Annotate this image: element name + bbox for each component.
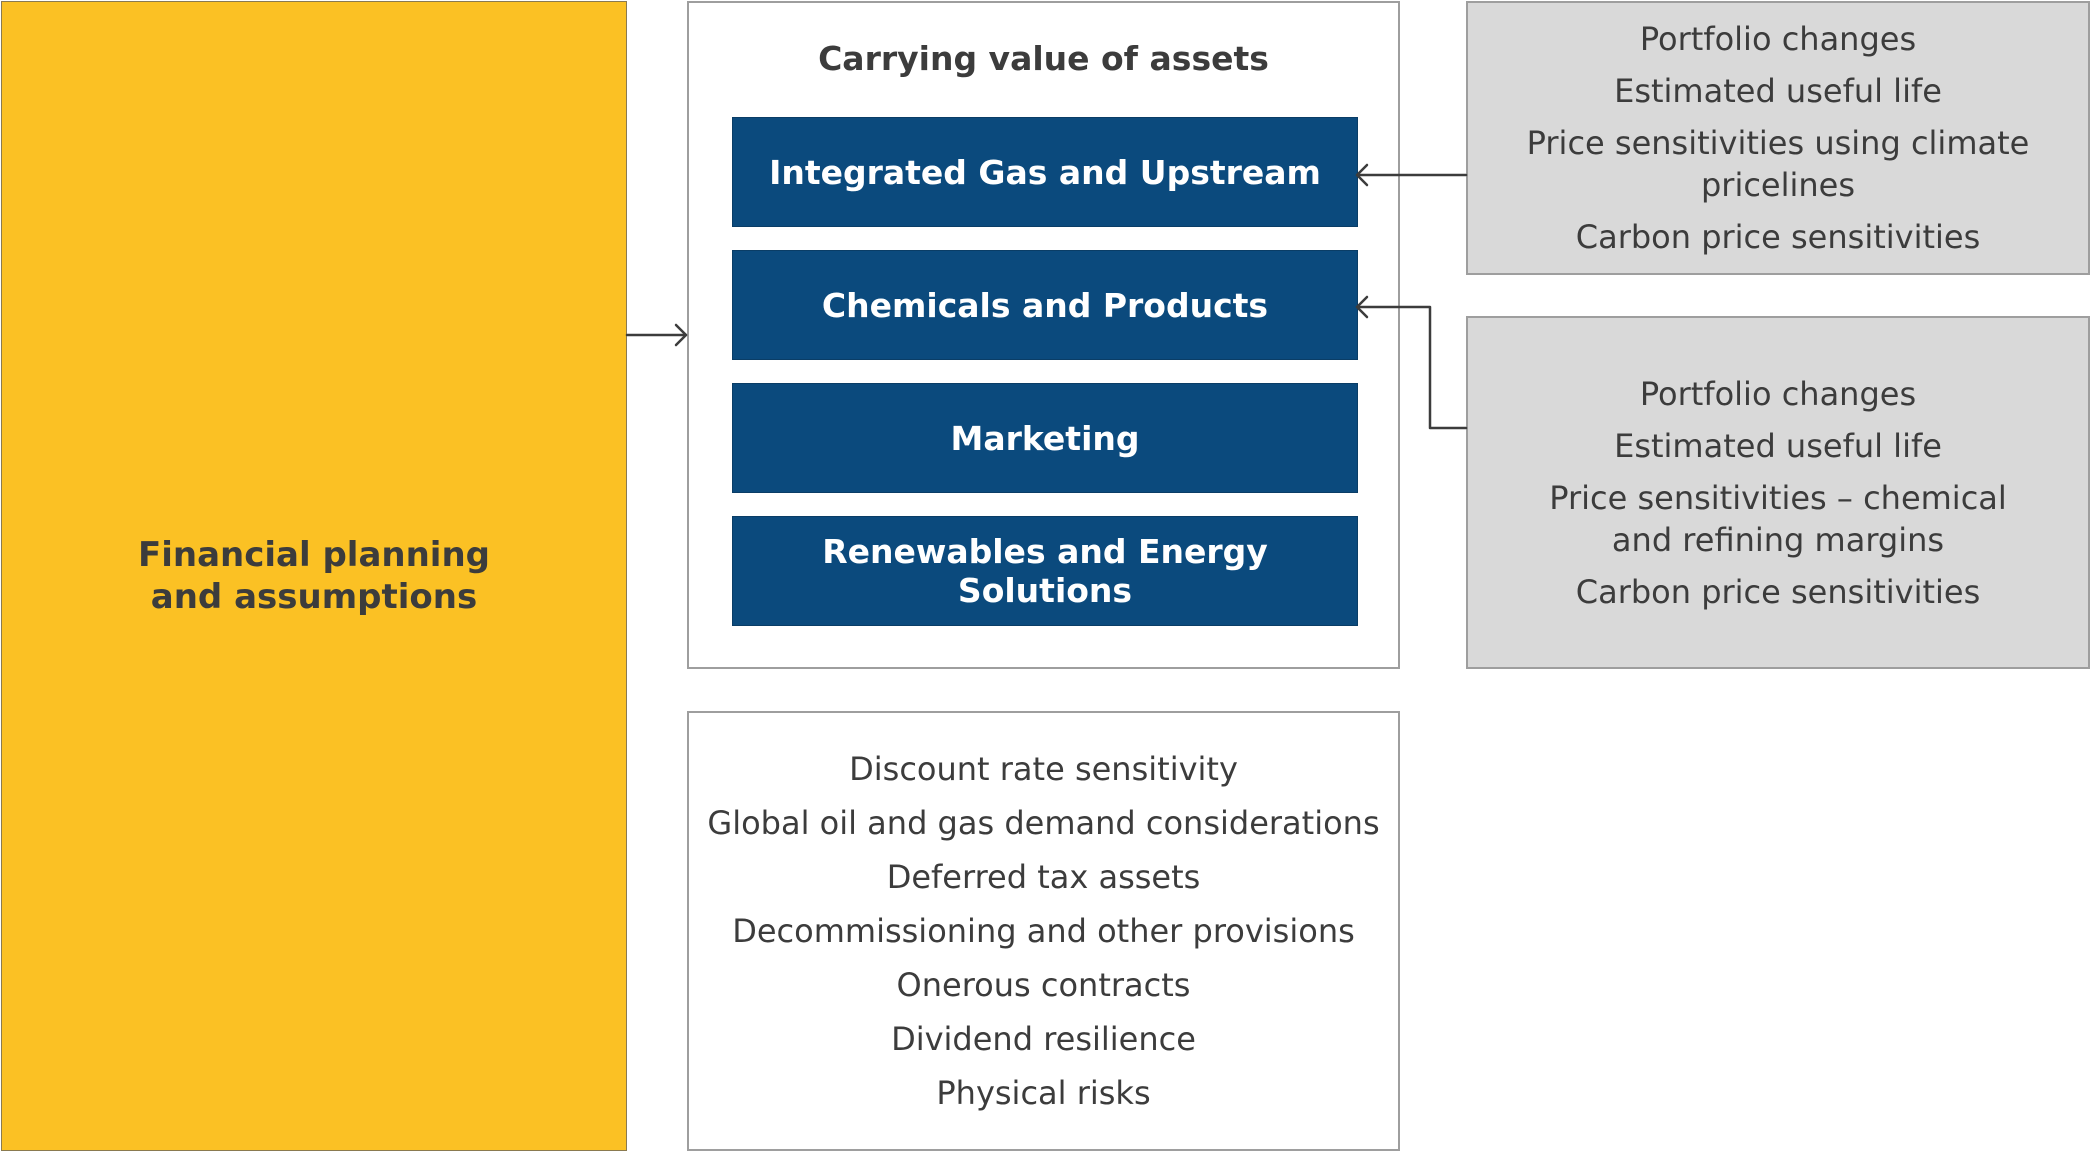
segment-renewables-energy-solutions: Renewables and Energy Solutions — [732, 516, 1358, 626]
other-consideration-item: Discount rate sensitivity — [849, 750, 1238, 788]
downstream-sensitivity-item: Estimated useful life — [1614, 426, 1942, 465]
other-consideration-item: Decommissioning and other provisions — [732, 912, 1355, 950]
downstream-sensitivity-item: Price sensitivities – chemical and refin… — [1549, 478, 2007, 559]
financial-planning-title-line-2: and assumptions — [150, 577, 478, 617]
financial-planning-title-line-1: Financial planning — [137, 535, 491, 575]
carrying-value-title: Carrying value of assets — [818, 39, 1269, 78]
downstream-sensitivity-item: Portfolio changes — [1639, 374, 1917, 413]
other-consideration-item: Dividend resilience — [891, 1020, 1196, 1058]
upstream-sensitivity-item: Portfolio changes — [1639, 20, 1917, 58]
arrow-financial-to-carrying — [625, 323, 688, 347]
other-consideration-item: Deferred tax assets — [886, 858, 1201, 896]
other-consideration-item: Global oil and gas demand considerations — [707, 804, 1380, 842]
downstream-sensitivity-item: Carbon price sensitivities — [1575, 572, 1981, 611]
financial-planning-title: Financial planning and assumptions — [138, 534, 490, 618]
downstream-sensitivities-box: Portfolio changes Estimated useful life … — [1466, 316, 2090, 669]
upstream-sensitivity-item: Price sensitivities using climate pricel… — [1526, 124, 2030, 204]
segment-chemicals-products: Chemicals and Products — [732, 250, 1358, 360]
upstream-sensitivity-item: Estimated useful life — [1614, 72, 1942, 110]
other-consideration-item: Physical risks — [936, 1074, 1151, 1112]
carrying-value-box: Carrying value of assets Integrated Gas … — [687, 1, 1400, 669]
financial-planning-box: Financial planning and assumptions — [1, 1, 627, 1151]
upstream-sensitivity-item: Carbon price sensitivities — [1575, 218, 1981, 256]
other-consideration-item: Onerous contracts — [896, 966, 1191, 1004]
upstream-sensitivities-box: Portfolio changes Estimated useful life … — [1466, 1, 2090, 275]
other-considerations-box: Discount rate sensitivity Global oil and… — [687, 711, 1400, 1151]
segment-integrated-gas-upstream: Integrated Gas and Upstream — [732, 117, 1358, 227]
segment-marketing: Marketing — [732, 383, 1358, 493]
